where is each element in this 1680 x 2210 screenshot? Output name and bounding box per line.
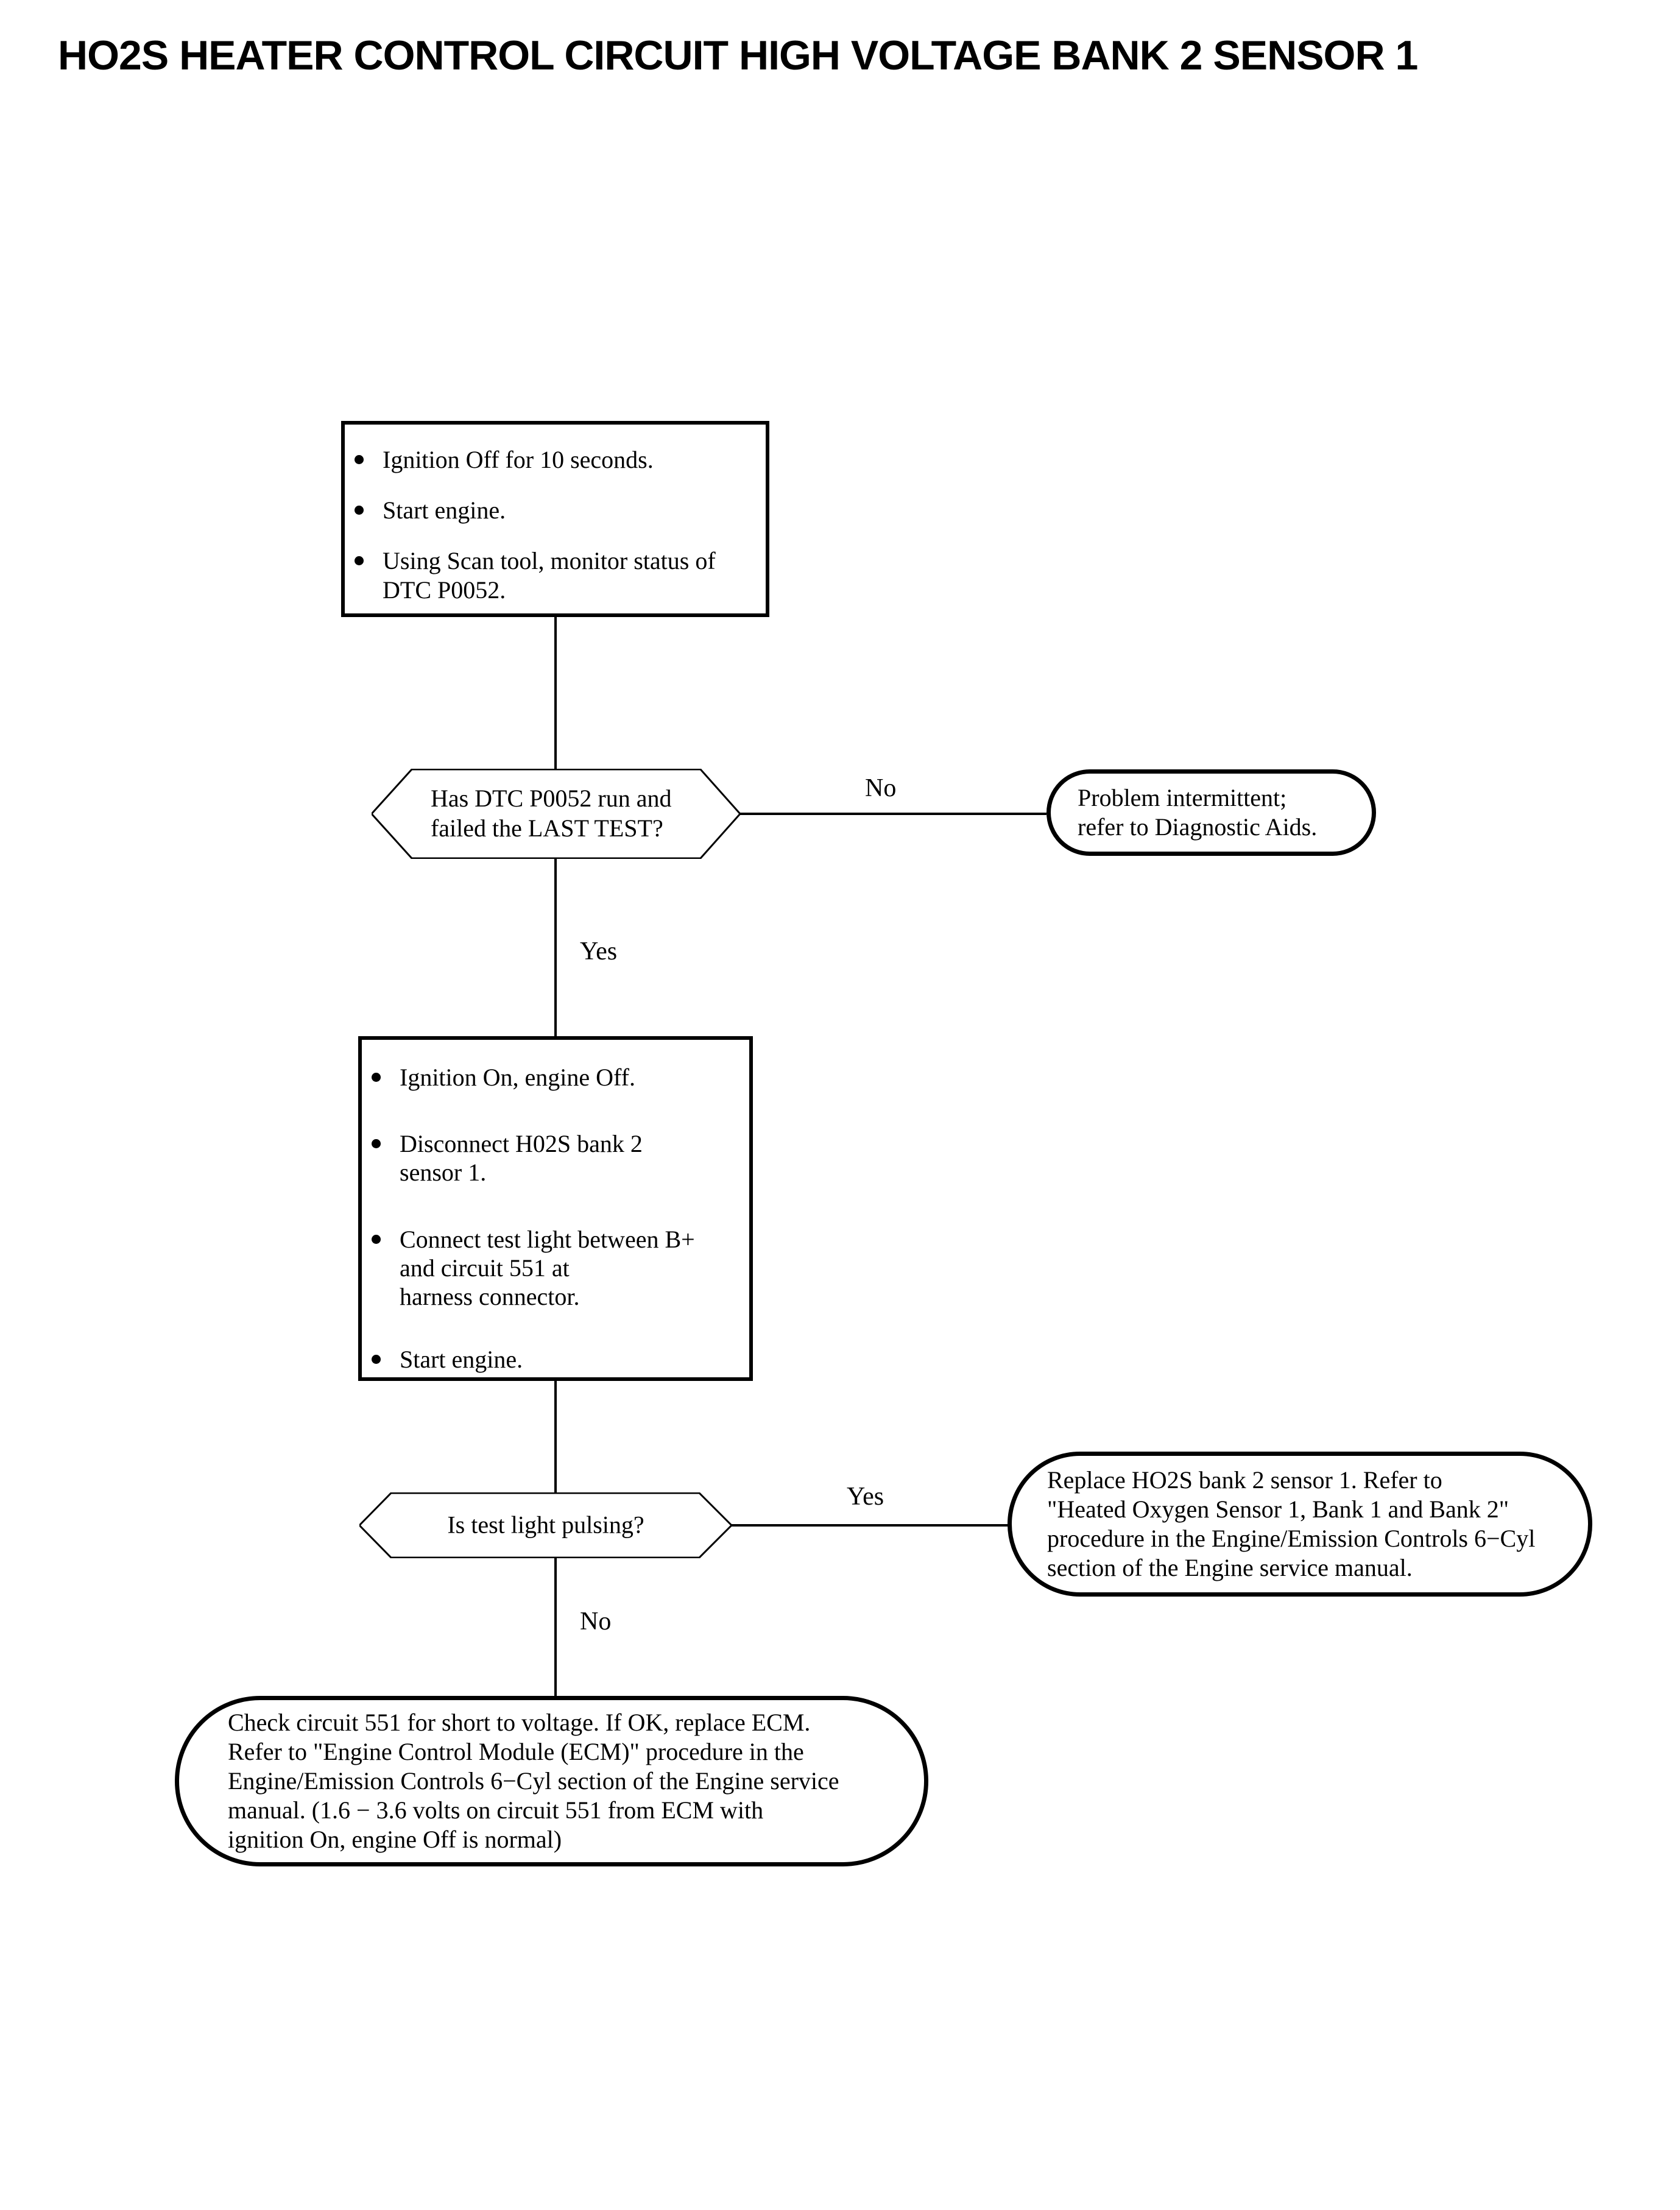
replace-sensor-line-3: procedure in the Engine/Emission Control… (1047, 1525, 1536, 1552)
list-item: Connect test light between B+ and circui… (362, 1225, 749, 1312)
page-title: HO2S HEATER CONTROL CIRCUIT HIGH VOLTAGE… (58, 32, 1418, 79)
bullet-dot-icon (372, 1355, 381, 1364)
check-circuit-line-5: ignition On, engine Off is normal) (228, 1826, 562, 1853)
step2-bullet-1-text: Ignition On, engine Off. (400, 1064, 635, 1091)
terminal-problem-intermittent-text: Problem intermittent; refer to Diagnosti… (1051, 783, 1341, 842)
step1-bullet-1-text: Ignition Off for 10 seconds. (383, 446, 654, 473)
replace-sensor-line-2: "Heated Oxygen Sensor 1, Bank 1 and Bank… (1047, 1495, 1509, 1523)
decision2-label: Is test light pulsing? (389, 1511, 702, 1541)
connector-step1-to-decision1 (554, 617, 557, 769)
list-item: Start engine. (362, 1345, 749, 1374)
terminal-problem-intermittent: Problem intermittent; refer to Diagnosti… (1046, 769, 1376, 856)
step2-bullet-list: Ignition On, engine Off. Disconnect H02S… (362, 1063, 749, 1374)
branch-label-decision1-yes: Yes (580, 937, 618, 966)
bullet-dot-icon (355, 556, 364, 566)
list-item: Start engine. (345, 496, 766, 524)
terminal-replace-sensor-text: Replace HO2S bank 2 sensor 1. Refer to "… (1012, 1466, 1553, 1583)
step1-process-box: Ignition Off for 10 seconds. Start engin… (341, 421, 769, 617)
bullet-dot-icon (372, 1234, 381, 1244)
decision2-hexagon: Is test light pulsing? (359, 1492, 732, 1558)
step2-bullet-2-line-1: Disconnect H02S bank 2 (400, 1130, 643, 1158)
step2-bullet-3-line-1: Connect test light between B+ (400, 1225, 695, 1253)
check-circuit-line-3: Engine/Emission Controls 6−Cyl section o… (228, 1767, 839, 1795)
bullet-dot-icon (372, 1073, 381, 1082)
branch-label-decision2-yes: Yes (847, 1483, 884, 1511)
list-item: Ignition Off for 10 seconds. (345, 445, 766, 474)
terminal-check-circuit-text: Check circuit 551 for short to voltage. … (179, 1708, 864, 1854)
terminal-check-circuit: Check circuit 551 for short to voltage. … (175, 1696, 928, 1866)
step1-bullet-3-text: Using Scan tool, monitor status of DTC P… (383, 547, 716, 604)
connector-decision2-yes (730, 1524, 1011, 1527)
connector-decision1-no (739, 813, 1046, 815)
list-item: Disconnect H02S bank 2 sensor 1. (362, 1129, 749, 1187)
step2-bullet-3-line-2: and circuit 551 at (400, 1254, 570, 1282)
connector-step2-to-decision2 (554, 1381, 557, 1494)
branch-label-decision1-no: No (865, 774, 897, 802)
bullet-dot-icon (355, 506, 364, 515)
decision1-label: Has DTC P0052 run and failed the LAST TE… (431, 784, 704, 844)
step2-bullet-4-text: Start engine. (400, 1346, 523, 1374)
step2-process-box: Ignition On, engine Off. Disconnect H02S… (358, 1036, 753, 1381)
decision1-hexagon: Has DTC P0052 run and failed the LAST TE… (372, 769, 741, 859)
step2-bullet-3-line-3: harness connector. (400, 1282, 580, 1310)
connector-decision1-yes (554, 858, 557, 1036)
check-circuit-line-2: Refer to "Engine Control Module (ECM)" p… (228, 1738, 804, 1765)
connector-decision2-no (554, 1558, 557, 1697)
replace-sensor-line-1: Replace HO2S bank 2 sensor 1. Refer to (1047, 1466, 1442, 1494)
list-item: Using Scan tool, monitor status of DTC P… (345, 546, 766, 604)
step2-bullet-2-line-2: sensor 1. (400, 1159, 487, 1187)
list-item: Ignition On, engine Off. (362, 1063, 749, 1092)
check-circuit-line-4: manual. (1.6 − 3.6 volts on circuit 551 … (228, 1796, 764, 1824)
bullet-dot-icon (372, 1139, 381, 1149)
terminal-replace-sensor: Replace HO2S bank 2 sensor 1. Refer to "… (1008, 1452, 1592, 1597)
step1-bullet-list: Ignition Off for 10 seconds. Start engin… (345, 445, 766, 604)
bullet-dot-icon (355, 455, 364, 464)
decision1-line-1: Has DTC P0052 run and (430, 785, 672, 813)
intermittent-line-2: refer to Diagnostic Aids. (1078, 813, 1318, 841)
step1-bullet-2-text: Start engine. (383, 496, 506, 524)
branch-label-decision2-no: No (580, 1608, 612, 1636)
decision1-line-2: failed the LAST TEST? (430, 814, 663, 842)
check-circuit-line-1: Check circuit 551 for short to voltage. … (228, 1709, 811, 1736)
replace-sensor-line-4: section of the Engine service manual. (1047, 1554, 1413, 1581)
decision2-line-1: Is test light pulsing? (447, 1511, 644, 1539)
intermittent-line-1: Problem intermittent; (1078, 784, 1287, 811)
